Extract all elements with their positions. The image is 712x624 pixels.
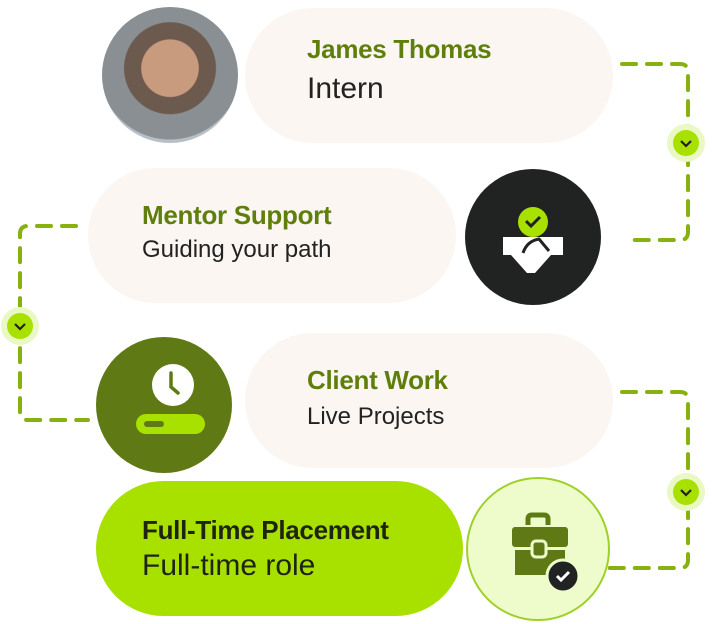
mentor-icon-circle [465,169,601,305]
briefcase-check-icon [512,512,581,594]
step-title: Client Work [307,365,448,395]
chevron-down-icon [667,473,705,511]
step-subtitle: Live Projects [307,403,445,430]
chevron-down-icon [667,124,705,162]
chevron-down-icon [1,307,39,345]
step-title: Full-Time Placement [142,515,389,545]
handshake-check-icon [503,207,563,273]
step-subtitle: Full-time role [142,549,316,582]
step-subtitle: Guiding your path [142,236,332,263]
step-title: Mentor Support [142,200,332,230]
step-card-intern: James Thomas Intern [245,8,613,143]
step-card-client-work: Client Work Live Projects [245,333,613,468]
step-title: James Thomas [307,34,492,64]
client-work-icon-circle [96,337,232,473]
step-card-placement: Full-Time Placement Full-time role [96,481,463,616]
step-card-mentor: Mentor Support Guiding your path [88,168,456,303]
placement-icon-circle [466,477,610,621]
step-subtitle: Intern [307,72,384,105]
clock-progress-icon [136,364,205,434]
avatar [102,7,238,143]
